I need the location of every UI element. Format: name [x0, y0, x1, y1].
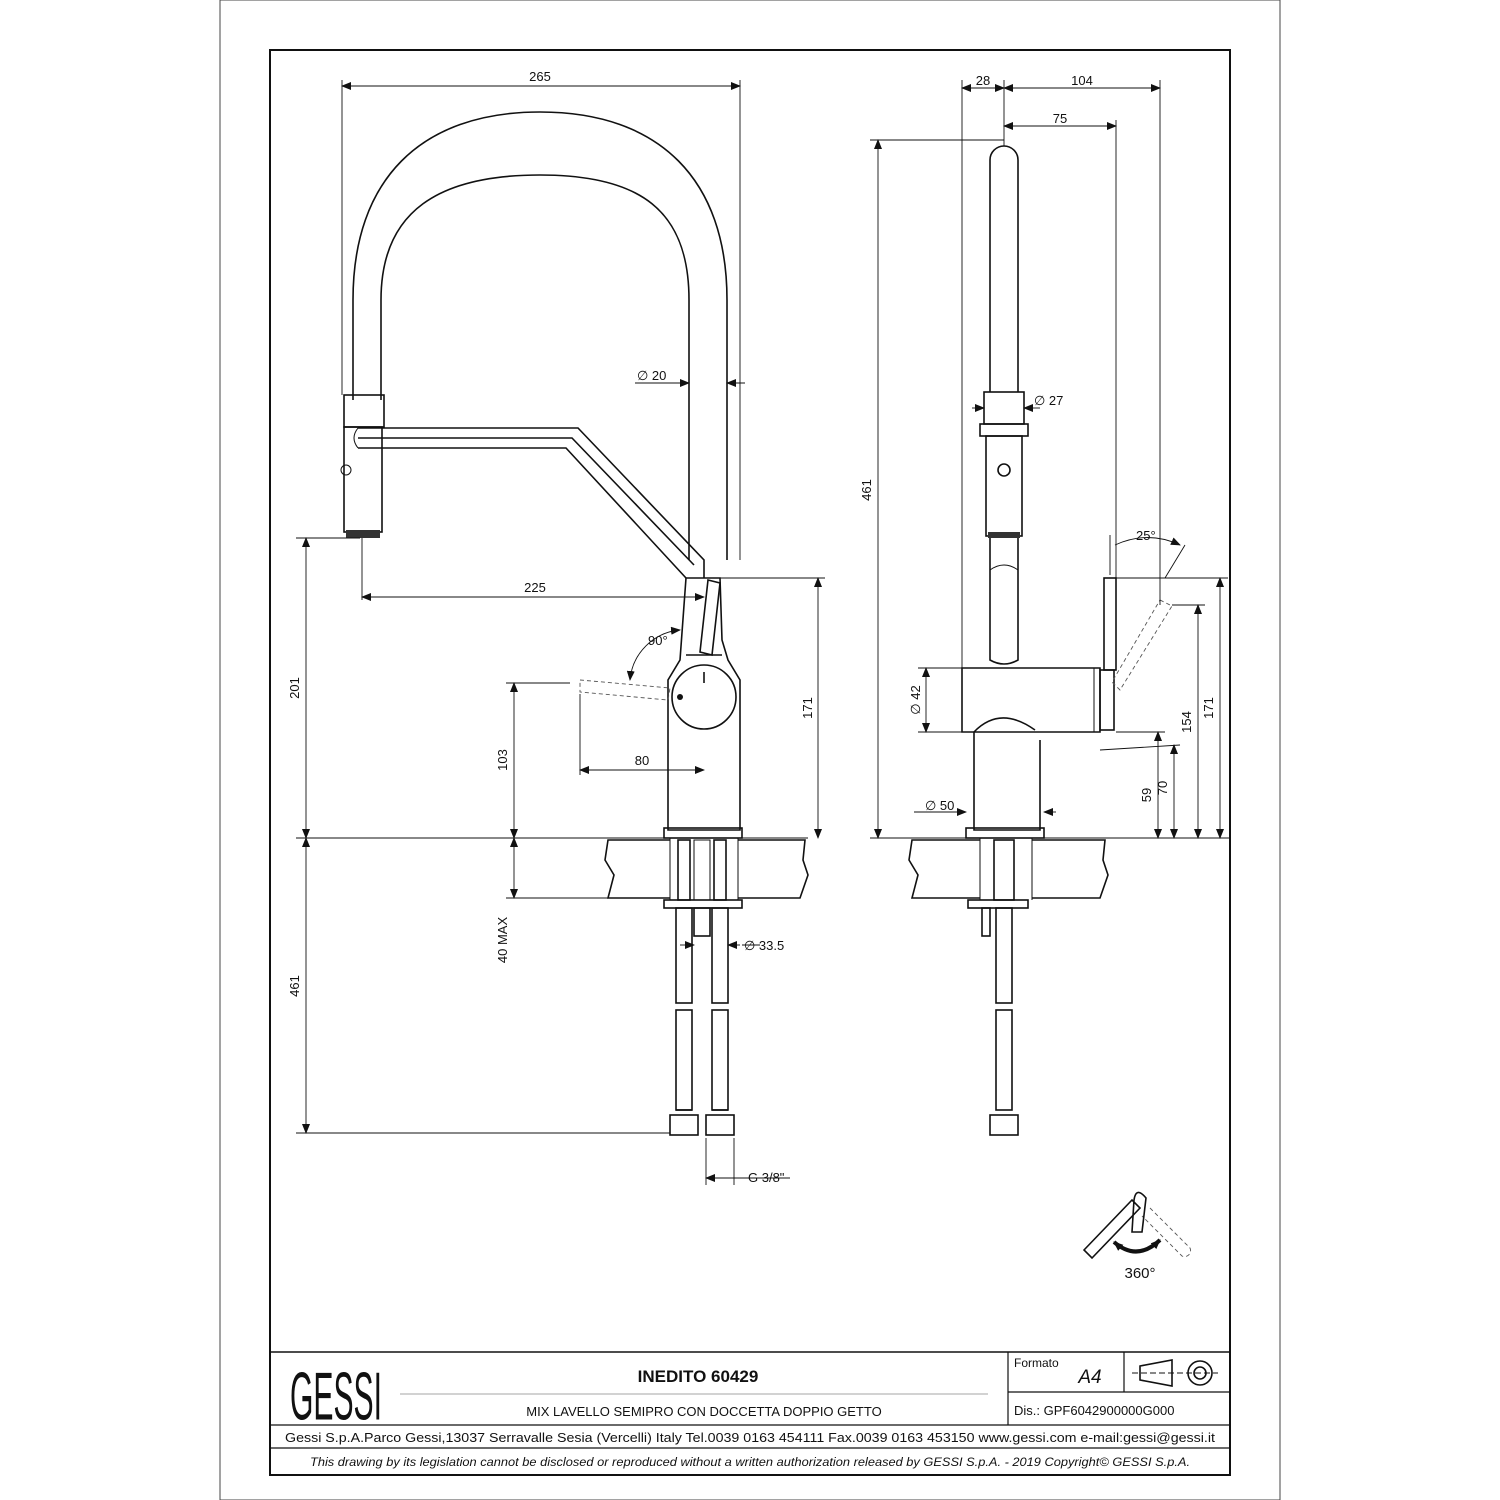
- deck-section-side: [908, 839, 1109, 899]
- rotation-symbol: 360°: [1082, 1191, 1191, 1282]
- dim-h59: 59: [1139, 788, 1154, 802]
- front-view: 265 225 ∅ 20 90° 80 201 103 171 40 MAX 4…: [287, 69, 825, 1185]
- dim-body-depth: 28: [976, 73, 990, 88]
- dim-hose-length: 461: [287, 975, 302, 997]
- dim-deck-thickness: 40 MAX: [495, 917, 510, 964]
- lever-front: [699, 579, 721, 656]
- dim-tube-diameter: ∅ 20: [637, 368, 666, 383]
- rotation-arrow-icon: [1112, 1238, 1162, 1254]
- deck-section-front: [604, 839, 809, 899]
- sheet-frame: [219, 0, 1281, 1500]
- brand-logo: GESSI: [290, 1358, 382, 1434]
- dim-handle-angle: 90°: [648, 633, 668, 648]
- spray-collar: [343, 394, 385, 428]
- drawing-number: Dis.: GPF6042900000G000: [1014, 1403, 1174, 1418]
- hose-left: [675, 907, 693, 1004]
- projection-symbol-icon: [1132, 1359, 1218, 1387]
- lever-side-alt: [1111, 599, 1173, 691]
- dim-h70: 70: [1155, 781, 1170, 795]
- format-value: A4: [1077, 1367, 1101, 1388]
- gooseneck-inner: [380, 174, 690, 560]
- dim-spout-offset: 75: [1053, 111, 1067, 126]
- handle-knob: [671, 664, 737, 730]
- dim-body-diameter: ∅ 42: [908, 685, 923, 714]
- dim-height-spout: 201: [287, 677, 302, 699]
- dim-total-height: 461: [859, 479, 874, 501]
- company-info: Gessi S.p.A.Parco Gessi,13037 Serravalle…: [285, 1431, 1216, 1445]
- spout-arm: [358, 427, 705, 579]
- gooseneck-outer: [352, 111, 728, 560]
- dim-h154: 154: [1179, 711, 1194, 733]
- dim-depth-total: 104: [1071, 73, 1093, 88]
- legal-notice: This drawing by its legislation cannot b…: [310, 1457, 1190, 1469]
- dim-height-handle: 103: [495, 749, 510, 771]
- title-block: GESSI INEDITO 60429 MIX LAVELLO SEMIPRO …: [270, 1351, 1230, 1469]
- drawing-border: [269, 49, 1231, 1476]
- product-description: MIX LAVELLO SEMIPRO CON DOCCETTA DOPPIO …: [526, 1404, 881, 1419]
- hose-nut-left: [669, 1114, 699, 1136]
- dim-h171: 171: [1201, 697, 1216, 719]
- spray-head: [343, 426, 383, 533]
- product-name: INEDITO 60429: [638, 1367, 759, 1386]
- dim-height-body: 171: [800, 697, 815, 719]
- side-view: 28 104 75 461 ∅ 27 25° ∅ 42 ∅ 50 59 70 1…: [859, 73, 1230, 1136]
- dim-spray-diameter: ∅ 27: [1034, 393, 1063, 408]
- lever-side: [1103, 577, 1117, 671]
- dim-lever-angle: 25°: [1136, 528, 1156, 543]
- dim-width-total: 265: [529, 69, 551, 84]
- dim-handle-reach: 80: [635, 753, 649, 768]
- dim-spout-reach: 225: [524, 580, 546, 595]
- hose-right: [711, 907, 729, 1004]
- faucet-body-side: [961, 667, 1101, 733]
- spray-head-side: [985, 435, 1023, 537]
- dim-base-diameter: ∅ 50: [925, 798, 954, 813]
- format-label: Formato: [1014, 1356, 1059, 1370]
- spout-tube-side: [989, 145, 1019, 392]
- dim-thread: G 3/8": [748, 1170, 785, 1185]
- hose-nut-right: [705, 1114, 735, 1136]
- lever-alt-position: [579, 679, 671, 701]
- rotation-label: 360°: [1124, 1265, 1155, 1282]
- dim-shank-diameter: ∅ 33.5: [744, 938, 784, 953]
